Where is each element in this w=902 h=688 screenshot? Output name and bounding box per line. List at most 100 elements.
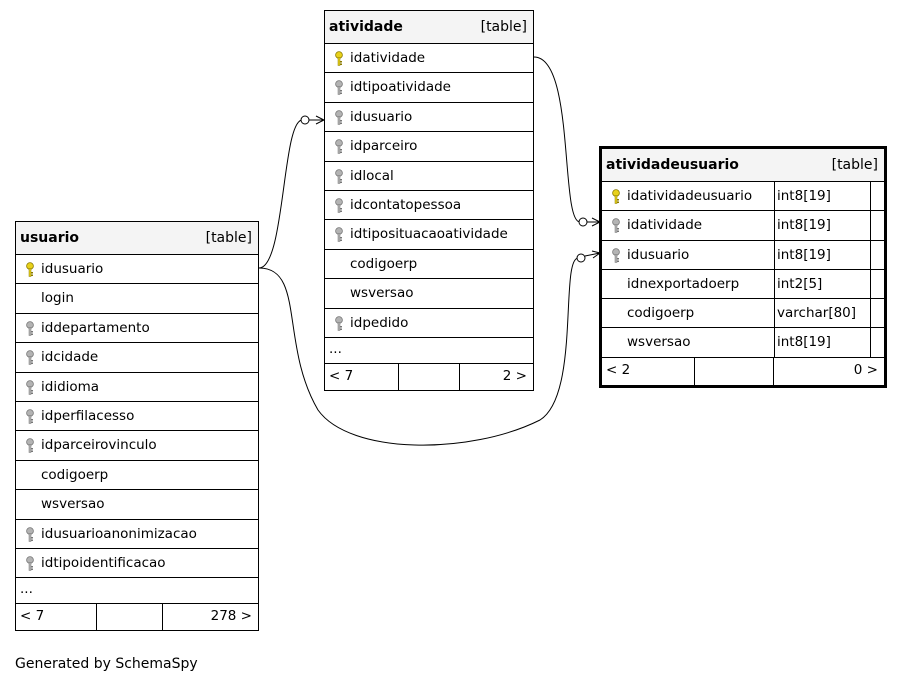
column-name: idtiposituacaoatividade [350,226,508,243]
table-footer: < 7 2 > [325,363,533,390]
table-header: atividade [table] [325,11,533,44]
column-row[interactable]: idatividadeusuario int8[19] [602,182,884,212]
footer-children-cell[interactable]: 2 > [460,364,533,390]
table-atividadeusuario[interactable]: atividadeusuario [table] idatividadeusua… [599,146,887,388]
column-name: codigoerp [350,255,418,272]
column-name: wsversao [41,496,105,513]
relation-usuario-atividadeusuario [258,257,579,446]
foreign-key-icon [334,80,344,96]
column-row[interactable]: codigoerp [16,461,258,491]
foreign-key-icon [334,109,344,125]
column-row[interactable]: wsversao int8[19] [602,328,884,358]
more-columns-row: ... [16,578,258,605]
footer-parents-cell[interactable]: < 7 [325,363,399,390]
parents-count: < 7 [20,608,45,625]
column-row[interactable]: login [16,284,258,314]
column-row[interactable]: idtipoatividade [325,73,533,103]
column-divider [870,182,871,211]
footer-parents-cell[interactable]: < 7 [16,604,97,631]
column-row[interactable]: codigoerp [325,250,533,280]
column-row[interactable]: idusuario [325,103,533,133]
foreign-key-icon [334,168,344,184]
column-name: wsversao [350,285,414,302]
column-row[interactable]: idtipoidentificacao [16,549,258,579]
column-row[interactable]: wsversao [16,490,258,520]
column-name: ididioma [41,378,100,395]
column-row[interactable]: idparceiro [325,132,533,162]
foreign-key-icon [25,526,35,542]
column-name: idnexportadoerp [627,275,740,292]
column-row[interactable]: idatividade [325,44,533,74]
column-row[interactable]: idperfilacesso [16,402,258,432]
column-name: idusuarioanonimizacao [41,525,197,542]
column-row[interactable]: idcidade [16,343,258,373]
footer-middle-cell [97,604,163,631]
foreign-key-icon [334,227,344,243]
relation-crowfoot [584,250,602,259]
table-footer: < 2 0 > [602,357,884,385]
table-footer: < 7 278 > [16,604,258,631]
column-name: wsversao [627,334,691,351]
column-name: idparceirovinculo [41,437,157,454]
column-type: int8[19] [777,246,831,263]
children-count: 278 > [210,608,252,625]
relation-crowfoot [309,115,326,125]
table-atividade[interactable]: atividade [table] idatividade idtipoativi… [324,10,534,391]
column-row[interactable]: idcontatopessoa [325,191,533,221]
foreign-key-icon [25,556,35,571]
footer-middle-cell [695,357,774,385]
footer-children-cell[interactable]: 278 > [163,604,258,630]
footer-parents-cell[interactable]: < 2 [602,357,695,385]
column-divider [774,299,775,328]
table-header: atividadeusuario [table] [602,149,884,182]
column-row[interactable]: idparceirovinculo [16,431,258,461]
column-divider [870,211,871,240]
column-row[interactable]: idusuarioanonimizacao [16,520,258,549]
column-type: int8[19] [777,334,831,351]
column-name: codigoerp [41,466,109,483]
footer-children-cell[interactable]: 0 > [774,358,884,385]
column-type: int8[19] [777,188,831,204]
column-name: codigoerp [627,305,695,322]
column-row[interactable]: idlocal [325,162,533,191]
column-name: idlocal [350,167,394,184]
column-divider [870,240,871,269]
column-name: idperfilacesso [41,407,135,424]
column-row[interactable]: wsversao [325,279,533,309]
column-name: idusuario [41,261,104,277]
foreign-key-icon [611,218,621,234]
column-list: idatividade idtipoatividade idusuario idpar… [325,44,533,338]
column-row[interactable]: idusuario [16,255,258,285]
table-name: usuario [20,230,80,246]
table-name: atividadeusuario [606,157,739,173]
relation-end-circle [576,253,586,263]
column-name: idusuario [350,108,413,125]
more-columns-ellipsis: ... [20,581,33,598]
column-row[interactable]: iddepartamento [16,314,258,344]
column-name: idcontatopessoa [350,196,462,213]
column-name: idcidade [41,349,99,366]
column-row[interactable]: ididioma [16,373,258,402]
relation-end-circle [578,217,588,227]
column-divider [774,269,775,299]
column-name: idatividadeusuario [627,188,753,204]
column-row[interactable]: idpedido [325,309,533,338]
column-divider [870,269,871,299]
foreign-key-icon [25,350,35,365]
column-row[interactable]: idtiposituacaoatividade [325,220,533,250]
column-divider [774,211,775,240]
table-type: [table] [831,157,878,173]
column-name: idtipoidentificacao [41,554,166,571]
column-name: idatividade [350,50,426,66]
foreign-key-icon [25,438,35,454]
relation-usuario-atividade [258,119,303,269]
generated-by-label: Generated by SchemaSpy [15,656,198,672]
